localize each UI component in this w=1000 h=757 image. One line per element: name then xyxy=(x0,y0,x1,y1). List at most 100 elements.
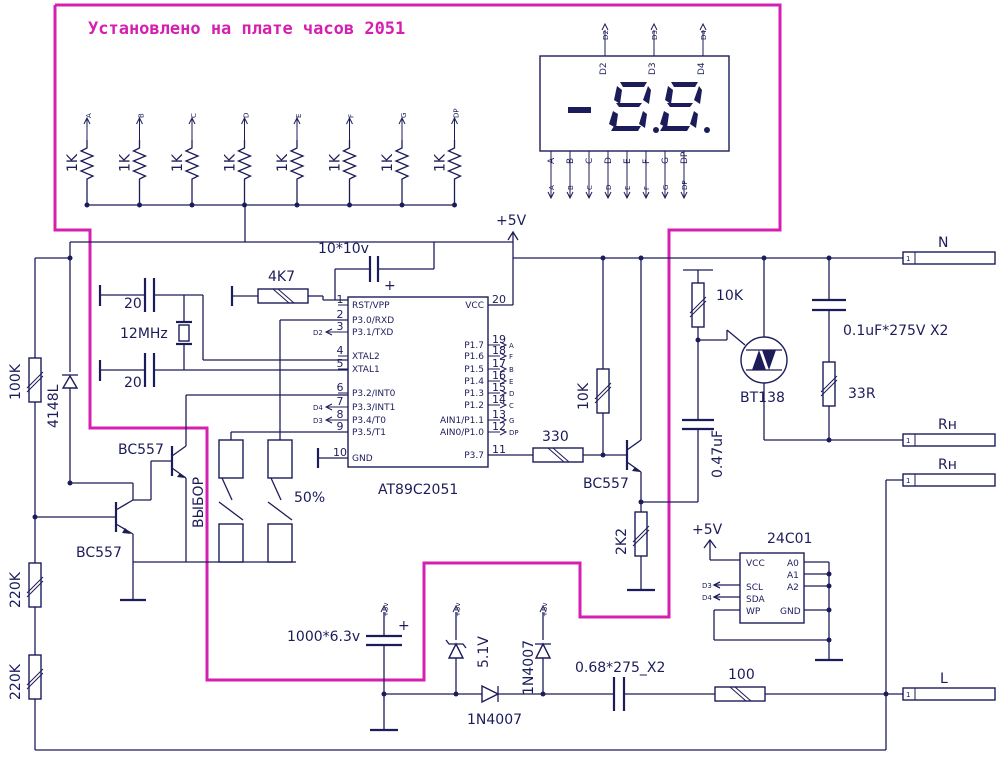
display-pin-label: E xyxy=(623,158,633,164)
terminal-label: Rн xyxy=(938,417,957,433)
display-pin-label: DP xyxy=(680,151,690,164)
mcu-pin-number: 20 xyxy=(492,293,506,306)
mcu-pin-name: P3.0/RXD xyxy=(352,316,394,326)
cbulk-label: 1000*6.3v xyxy=(287,629,360,645)
display-digit-label: D4 xyxy=(697,62,707,75)
vcc-small-label: +5v xyxy=(541,603,549,617)
eeprom-pin: SCL xyxy=(746,583,763,593)
terminal-label: L xyxy=(940,671,948,687)
mcu-pin-number: 7 xyxy=(337,395,344,408)
r10k-gate-label: 10K xyxy=(716,288,744,304)
svg-text:+: + xyxy=(398,618,410,634)
display-pin-label: C xyxy=(585,158,595,164)
cx2-label: 0.68*275_X2 xyxy=(575,660,665,676)
eeprom-pin: VCC xyxy=(746,559,765,569)
segment-resistor: C1K xyxy=(170,113,199,208)
mcu-pin-number: 8 xyxy=(337,408,344,421)
eeprom-name: 24C01 xyxy=(767,531,812,547)
button-50[interactable]: 50% xyxy=(267,320,325,563)
segment-net-label: A xyxy=(85,113,93,118)
mcu-pin-net: A xyxy=(509,342,514,350)
display-pin-label: D xyxy=(604,157,614,164)
q-left-label: BC557 xyxy=(76,545,122,561)
board-title: Установлено на плате часов 2051 xyxy=(88,19,405,39)
cap-x2-label: 20 xyxy=(124,375,142,391)
segment-resistor-value: 1K xyxy=(223,153,239,172)
segment-resistor: F1K xyxy=(328,114,357,208)
segment-resistor-value: 1K xyxy=(118,153,134,172)
terminal-block: 1 N 1 Rн 1 Rн 1 L xyxy=(902,235,996,701)
mcu-pin-number: 3 xyxy=(337,320,344,333)
eeprom-pin: GND xyxy=(780,607,801,617)
drive-section: 330 10K BC557 2K2 xyxy=(488,255,698,592)
display-pin-net: A xyxy=(548,185,556,190)
diode-d2-label: 1N4007 xyxy=(521,640,537,695)
segment-resistor: A1K xyxy=(65,113,94,208)
vcc-symbol: +5V xyxy=(496,213,527,258)
display-pin-net: C xyxy=(586,185,594,190)
mcu-pin-name: VCC xyxy=(465,301,484,311)
r220k-1-label: 220K xyxy=(8,571,24,608)
segment-resistor-value: 1K xyxy=(275,153,291,172)
eeprom-pin: A1 xyxy=(787,571,799,581)
diode-4148-label: 4148L xyxy=(46,384,62,428)
mcu-pin-name: P3.5/T1 xyxy=(352,428,386,438)
mcu-pin-name: P1.2 xyxy=(464,401,484,411)
eeprom-pin: WP xyxy=(746,607,761,617)
reset-capacitor: 10*10v + xyxy=(318,241,435,300)
mcu-pin-name: AIN1/P1.1 xyxy=(440,416,484,426)
mcu-pin-number: 5 xyxy=(337,357,344,370)
mcu-pin-name: P1.3 xyxy=(464,389,484,399)
segment-resistor-value: 1K xyxy=(433,153,449,172)
segment-net-label: G xyxy=(400,113,408,118)
mcu-pin-name: P1.7 xyxy=(464,341,484,351)
zener-label: 5.1V xyxy=(476,636,492,668)
r220k-2-label: 220K xyxy=(8,663,24,700)
mcu-pin-net: D xyxy=(509,390,514,398)
vcc-small-label: +5v xyxy=(454,603,462,617)
btn-50-label: 50% xyxy=(294,490,325,506)
display-pin-net: DP xyxy=(681,180,689,190)
segment-resistor-value: 1K xyxy=(380,153,396,172)
mcu-pin-number: 2 xyxy=(337,308,344,321)
eeprom-vcc: +5V xyxy=(692,522,723,538)
mcu-pin-name: AIN0/P1.0 xyxy=(440,428,484,438)
terminal-label: Rн xyxy=(938,457,957,473)
display-digit-label: D4 xyxy=(700,30,708,40)
mcu-pin-name: P3.1/TXD xyxy=(352,328,393,338)
mcu-pin-name: XTAL1 xyxy=(352,365,380,375)
csnub-label: 0.1uF*275V X2 xyxy=(843,323,948,339)
button-select[interactable]: ВЫБОР xyxy=(191,432,244,563)
eeprom-pin: A0 xyxy=(787,559,799,569)
mcu-pin-net: D2 xyxy=(313,329,323,337)
mcu-pin-name: XTAL2 xyxy=(352,352,380,362)
display-digit-label: D3 xyxy=(651,30,659,40)
cap-x1-label: 20 xyxy=(124,296,142,312)
segment-resistor: E1K xyxy=(275,114,304,208)
display-pin-label: G xyxy=(661,157,671,164)
terminal-num: 1 xyxy=(906,437,910,445)
eeprom-pin: A2 xyxy=(787,583,799,593)
r10k-base-label: 10K xyxy=(576,382,592,410)
display-digit-label: D2 xyxy=(599,62,609,75)
btn-select-label: ВЫБОР xyxy=(191,477,207,528)
display-pin-net: F xyxy=(643,186,651,190)
display-pin-label: B xyxy=(566,158,576,164)
segment-net-label: C xyxy=(190,113,198,118)
display-pin-net: D xyxy=(605,185,613,190)
mcu-pin-number: 10 xyxy=(333,446,347,459)
r2k2-label: 2K2 xyxy=(614,528,630,555)
power-supply: +5v + 1000*6.3v +5v 5.1V 1N4007 +5v 1N40… xyxy=(287,479,903,750)
c047-label: 0.47uF xyxy=(710,430,726,478)
display-pin-net: E xyxy=(624,186,632,190)
transistor-q-left: BC557 xyxy=(76,499,146,602)
mcu-pin-name: RST/VPP xyxy=(352,301,390,311)
vcc-small-label: +5v xyxy=(382,603,390,617)
eeprom-24c01: 24C01 VCC SCL SDA WP A0 A1 A2 GND +5V D3… xyxy=(692,522,843,662)
